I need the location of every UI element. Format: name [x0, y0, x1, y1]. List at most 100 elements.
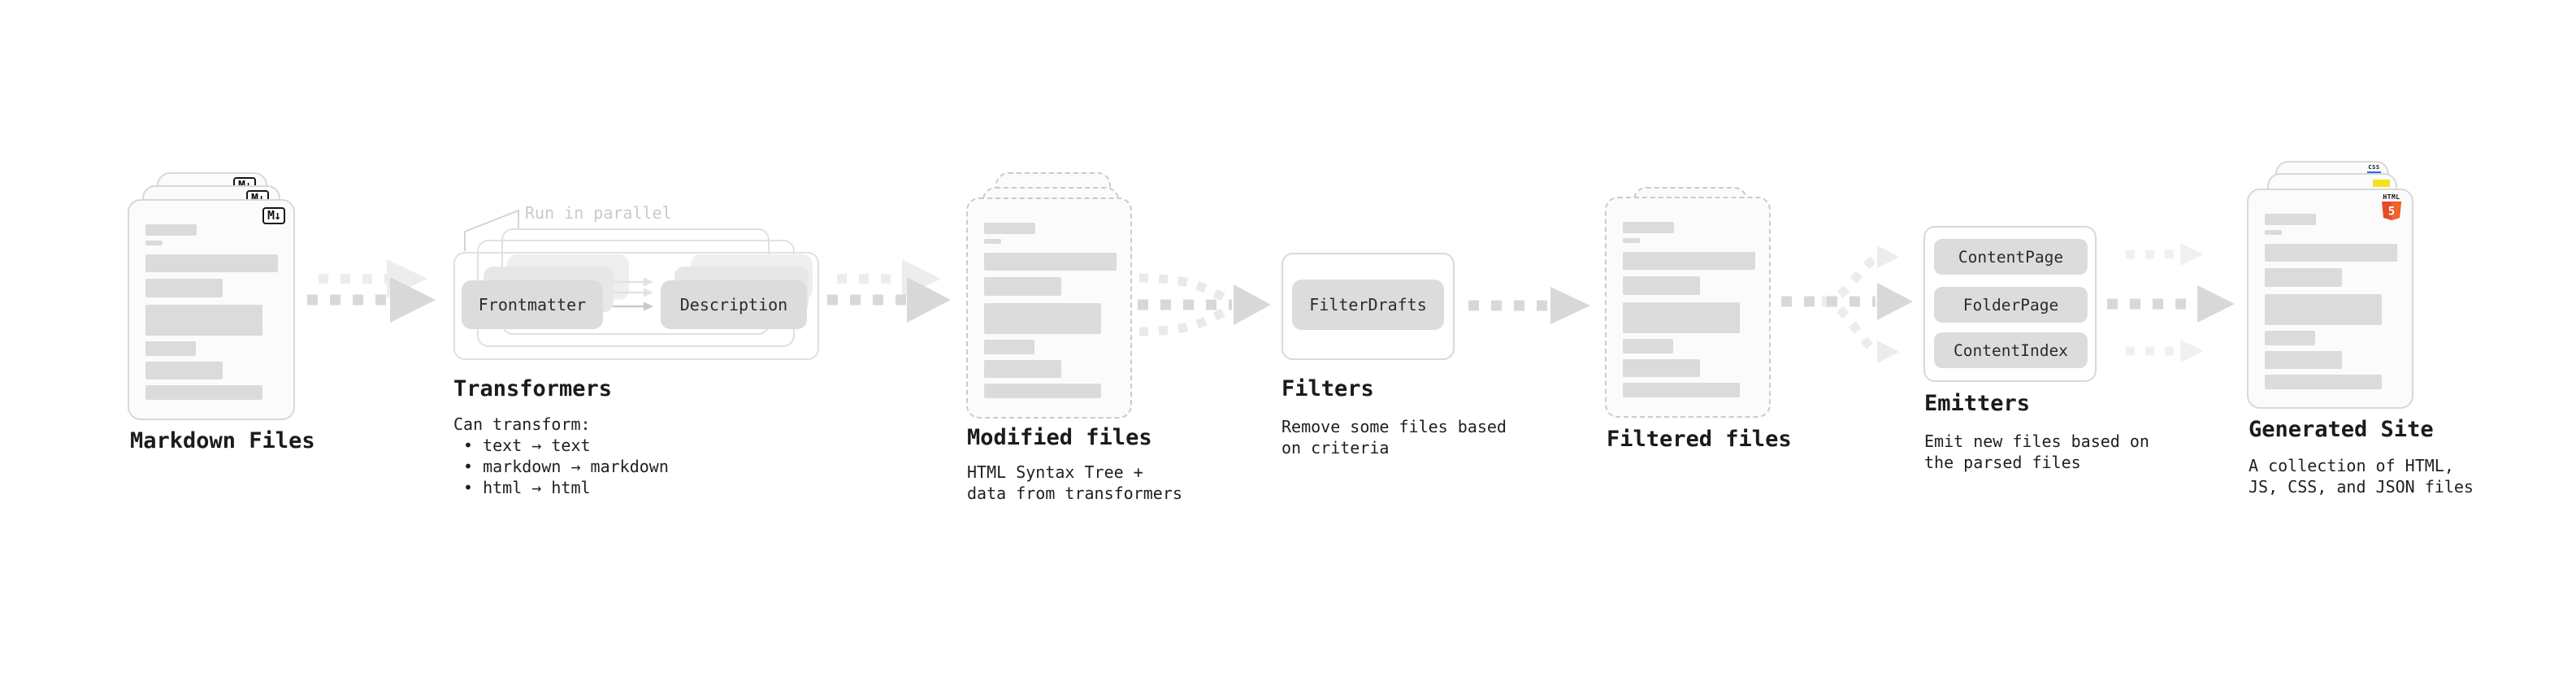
transformers-description: Can transform: • text → text • markdown … — [453, 414, 669, 498]
skeleton-bar — [2265, 294, 2382, 325]
fanout-arrows-icon — [2107, 243, 2235, 362]
skeleton-bar — [984, 277, 1061, 296]
merge-arrow-icon — [1138, 273, 1271, 336]
skeleton-bar — [1623, 276, 1700, 295]
stage-label-filtered-files: Filtered files — [1607, 427, 1792, 452]
js-icon — [2373, 180, 2390, 187]
desc-line: Can transform: — [453, 414, 591, 434]
html5-badge-text: HTML — [2383, 193, 2400, 201]
skeleton-bar — [984, 303, 1101, 334]
skeleton-bar — [984, 360, 1061, 378]
run-in-parallel-note: Run in parallel — [525, 203, 672, 223]
file-card: HTML 5 — [2247, 189, 2413, 409]
stage-label-markdown-files: Markdown Files — [130, 428, 315, 453]
skeleton-bar — [2265, 351, 2342, 369]
stage-transformers: Run in parallel Frontmatter Description — [453, 199, 827, 370]
split-arrow-icon — [1781, 245, 1913, 363]
skeleton-bar — [984, 384, 1101, 398]
skeleton-bar — [1623, 222, 1674, 233]
transformer-pill-description: Description — [661, 280, 807, 329]
desc-bullet: • html → html — [453, 477, 669, 498]
stage-label-generated-site: Generated Site — [2249, 417, 2434, 442]
desc-line: data from transformers — [967, 484, 1182, 503]
document-skeleton — [2249, 190, 2412, 389]
skeleton-bar — [145, 362, 223, 380]
css-icon: CSS — [2367, 165, 2381, 174]
flow-arrow-icon — [1468, 287, 1590, 324]
skeleton-bar — [145, 305, 262, 336]
bullet-text: html → html — [483, 478, 591, 497]
skeleton-bar — [145, 385, 262, 400]
stage-markdown-files: M↓ M↓ M↓ — [128, 172, 298, 424]
stage-label-emitters: Emitters — [1924, 391, 2031, 416]
skeleton-bar — [2265, 214, 2316, 225]
skeleton-bar — [984, 223, 1035, 234]
stage-label-filters: Filters — [1281, 376, 1374, 401]
transformer-pill-frontmatter: Frontmatter — [462, 280, 603, 329]
bullet-text: text → text — [483, 436, 591, 455]
skeleton-bar — [145, 279, 223, 297]
skeleton-bar — [984, 340, 1034, 354]
skeleton-bar — [2265, 331, 2315, 345]
skeleton-bar — [1623, 238, 1640, 243]
document-skeleton — [1607, 198, 1769, 397]
skeleton-bar — [2265, 244, 2397, 262]
desc-bullet: • text → text — [453, 435, 669, 456]
stage-generated-site: CSS HTML 5 — [2247, 161, 2418, 413]
flow-arrow-icon — [307, 259, 436, 323]
stage-label-modified-files: Modified files — [967, 425, 1152, 450]
skeleton-bar — [2265, 268, 2342, 287]
desc-line: A collection of HTML, — [2249, 456, 2454, 475]
bullet-glyph: • — [463, 478, 474, 497]
stage-label-transformers: Transformers — [453, 376, 613, 401]
transformer-box — [453, 252, 819, 360]
emitter-pill-contentpage: ContentPage — [1934, 239, 2088, 275]
skeleton-bar — [145, 341, 196, 356]
emitters-description: Emit new files based on the parsed files — [1924, 431, 2149, 473]
skeleton-bar — [1623, 252, 1755, 270]
emitter-pill-folderpage: FolderPage — [1934, 287, 2088, 323]
svg-text:5: 5 — [2388, 206, 2395, 219]
document-skeleton — [129, 201, 293, 400]
document-skeleton — [968, 199, 1130, 398]
skeleton-bar — [1623, 302, 1740, 333]
skeleton-bar — [984, 239, 1001, 244]
bullet-text: markdown → markdown — [483, 457, 669, 476]
generated-description: A collection of HTML, JS, CSS, and JSON … — [2249, 455, 2474, 497]
modified-description: HTML Syntax Tree + data from transformer… — [967, 462, 1182, 504]
css-badge-bar — [2367, 171, 2381, 174]
flow-arrow-icon — [827, 259, 951, 323]
skeleton-bar — [2265, 375, 2382, 389]
skeleton-bar — [145, 241, 163, 245]
skeleton-bar — [1623, 339, 1673, 354]
skeleton-bar — [2265, 230, 2282, 235]
css-badge-text: CSS — [2368, 164, 2380, 171]
pill-flow-arrows-icon — [613, 277, 653, 311]
desc-line: HTML Syntax Tree + — [967, 462, 1143, 482]
html5-shield: 5 — [2382, 202, 2401, 220]
filter-pill-filterdrafts: FilterDrafts — [1292, 280, 1444, 330]
stage-filters-box: FilterDrafts — [1281, 253, 1455, 360]
file-card-dashed — [1605, 197, 1771, 418]
skeleton-bar — [1623, 359, 1700, 377]
stage-modified-files — [966, 172, 1137, 424]
file-card-dashed — [966, 197, 1132, 419]
desc-line: Emit new files based on — [1924, 432, 2149, 451]
skeleton-bar — [1623, 383, 1740, 397]
file-card: M↓ — [128, 199, 295, 420]
emitter-pill-contentindex: ContentIndex — [1934, 332, 2088, 368]
html5-icon: HTML 5 — [2381, 194, 2402, 220]
bullet-glyph: • — [463, 457, 474, 476]
skeleton-bar — [984, 253, 1117, 271]
desc-line: JS, CSS, and JSON files — [2249, 477, 2474, 497]
desc-line: the parsed files — [1924, 453, 2081, 472]
bullet-glyph: • — [463, 436, 474, 455]
skeleton-bar — [145, 224, 197, 236]
skeleton-bar — [145, 254, 278, 272]
markdown-icon: M↓ — [262, 207, 285, 224]
stage-emitters-box: ContentPage FolderPage ContentIndex — [1923, 226, 2097, 382]
desc-bullet: • markdown → markdown — [453, 456, 669, 477]
stage-filtered-files — [1605, 187, 1776, 424]
desc-line: on criteria — [1281, 438, 1390, 458]
